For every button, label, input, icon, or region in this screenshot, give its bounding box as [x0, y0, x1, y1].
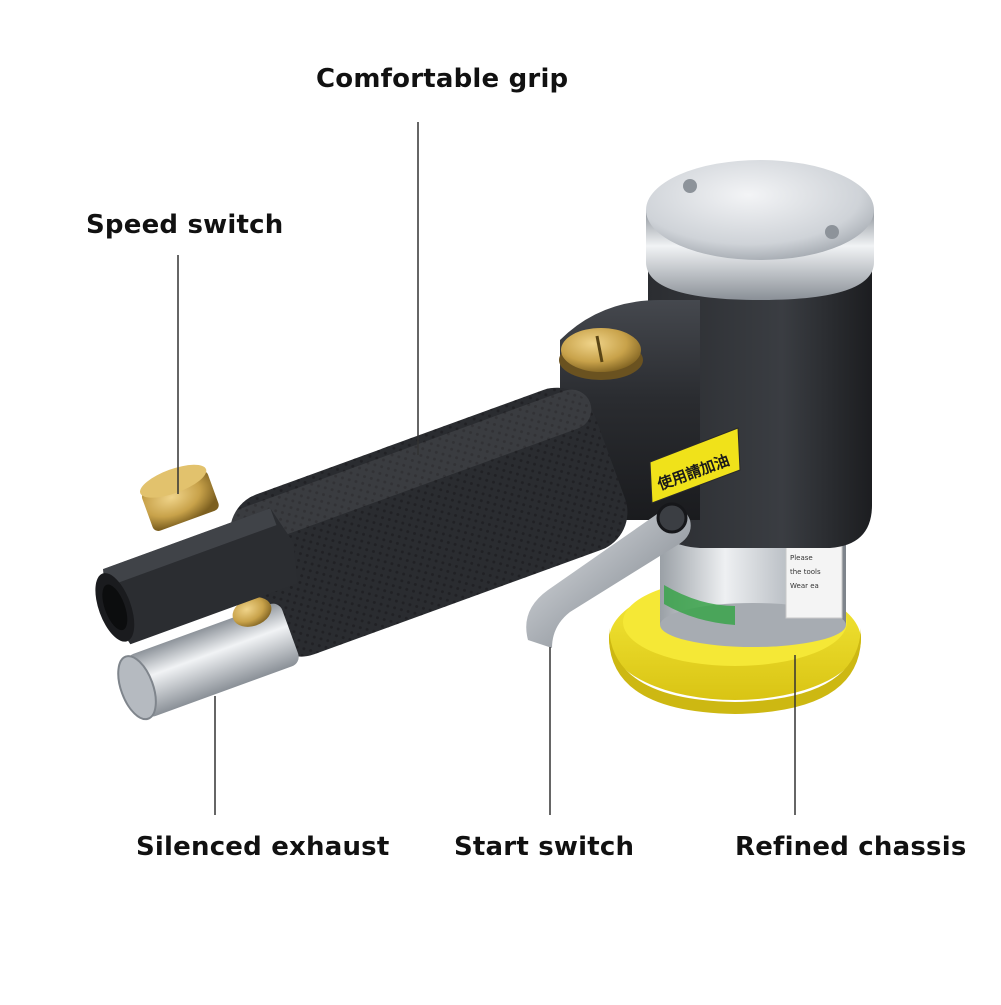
callout-comfortable-grip: Comfortable grip: [316, 64, 569, 94]
callout-silenced-exhaust: Silenced exhaust: [136, 832, 390, 862]
top-cap: [646, 160, 874, 300]
callout-refined-chassis: Refined chassis: [735, 832, 967, 862]
warning-line-2: the tools: [790, 568, 821, 576]
speed-knob: [140, 464, 219, 531]
grip-handle: [227, 387, 628, 657]
callout-speed-switch: Speed switch: [86, 210, 284, 240]
warning-line-1: Please: [790, 554, 813, 562]
leader-lines: [177, 122, 796, 815]
start-lever: [526, 502, 691, 648]
oil-cap: [559, 328, 643, 380]
warning-line-3: Wear ea: [790, 582, 819, 590]
exhaust-cylinder: [117, 597, 299, 721]
air-inlet-fitting: [95, 508, 298, 645]
callout-start-switch: Start switch: [454, 832, 635, 862]
